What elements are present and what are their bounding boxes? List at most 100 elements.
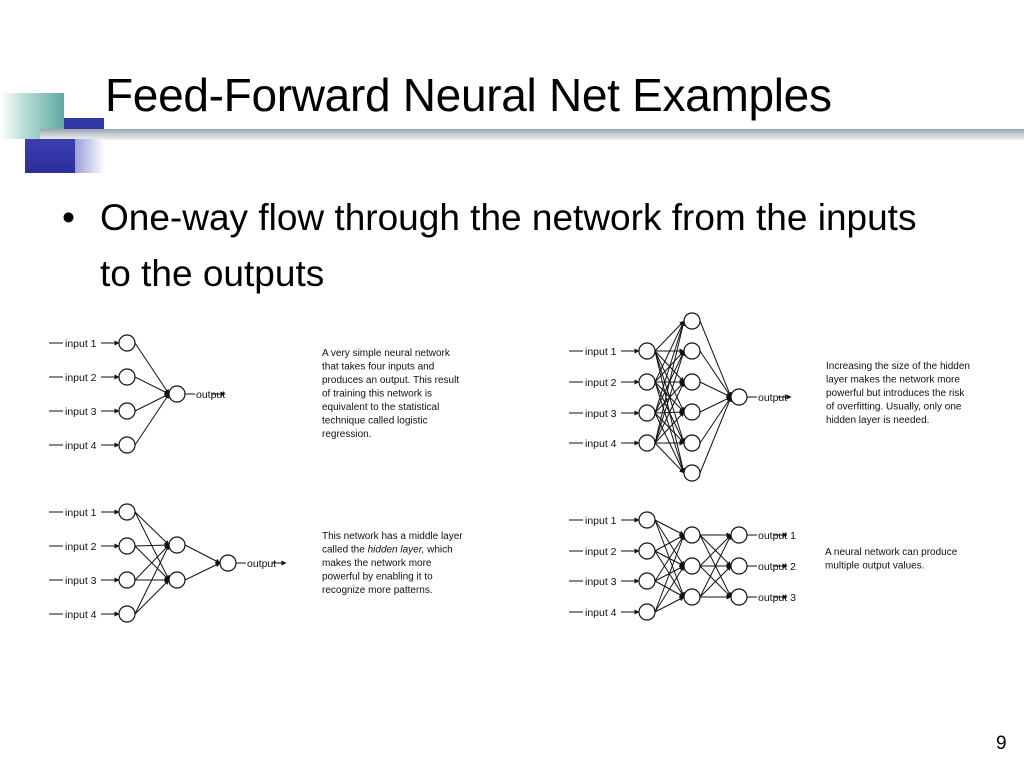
- output-label: output 1: [758, 530, 796, 542]
- connection-arrow: [699, 534, 732, 598]
- connection-arrow: [654, 534, 685, 582]
- input-label: input 2: [65, 541, 97, 553]
- input-label: input 1: [585, 515, 617, 527]
- connection-arrow: [699, 396, 732, 413]
- connection-arrow: [699, 396, 732, 474]
- connection-arrow: [654, 381, 685, 444]
- neuron-node: [118, 571, 136, 589]
- neuron-node: [638, 342, 656, 360]
- diagram-description-line: that takes four inputs and: [322, 362, 434, 373]
- neuron-node: [730, 557, 748, 575]
- neuron-node: [118, 402, 136, 420]
- neuron-node: [683, 588, 701, 606]
- neuron-node: [168, 571, 186, 589]
- diagram-description-line: powerful but introduces the risk: [826, 388, 965, 399]
- diagram-description-line: This network has a middle layer: [322, 531, 463, 542]
- input-label: input 4: [585, 607, 617, 619]
- connection-arrow: [654, 350, 686, 444]
- neuron-node: [118, 537, 136, 555]
- diagram-description-line: recognize more patterns.: [322, 585, 433, 596]
- diagram-description-line: makes the network more: [322, 558, 432, 569]
- diagram-description-line: hidden layer is needed.: [826, 415, 929, 426]
- neuron-node: [683, 373, 701, 391]
- output-label: output 2: [758, 561, 796, 573]
- diagram-description-line: A neural network can produce: [825, 547, 958, 558]
- input-label: input 3: [65, 575, 97, 587]
- neuron-node: [638, 434, 656, 452]
- connection-arrow: [184, 544, 221, 564]
- diagram-description-line: powerful by enabling it to: [322, 572, 433, 583]
- connection-arrow: [134, 544, 170, 615]
- connection-arrow: [654, 320, 686, 414]
- connection-arrow: [654, 534, 685, 552]
- diagram-description-line: of overfitting. Usually, only one: [826, 402, 962, 413]
- input-label: input 1: [65, 507, 97, 519]
- neuron-node: [683, 403, 701, 421]
- neuron-node: [638, 511, 656, 529]
- neuron-node: [683, 526, 701, 544]
- diagram-description-line: layer makes the network more: [826, 375, 960, 386]
- connection-arrow: [654, 565, 685, 613]
- diagram-description-line: multiple output values.: [825, 561, 925, 572]
- connection-arrow: [699, 534, 732, 567]
- output-label: output: [758, 392, 787, 404]
- neuron-node: [683, 464, 701, 482]
- page-number: 9: [996, 733, 1007, 754]
- connection-arrow: [134, 542, 170, 548]
- title-decoration-blue-strip: [64, 118, 104, 129]
- title-decoration-blue-block: [25, 139, 75, 173]
- output-label: output: [196, 389, 225, 401]
- neuron-node: [638, 603, 656, 621]
- connection-arrow: [134, 579, 170, 615]
- neuron-node: [118, 334, 136, 352]
- bullet-text: One-way flow through the network from th…: [100, 197, 917, 294]
- neuron-node: [638, 373, 656, 391]
- input-label: input 2: [585, 546, 617, 558]
- neuron-node: [118, 605, 136, 623]
- connection-arrow: [699, 396, 732, 444]
- connection-arrow: [134, 544, 170, 581]
- connection-arrow: [699, 320, 732, 398]
- connection-arrow: [134, 393, 170, 412]
- neuron-node: [118, 436, 136, 454]
- connection-arrow: [654, 534, 685, 613]
- input-label: input 1: [585, 346, 617, 358]
- slide-title: Feed-Forward Neural Net Examples: [105, 69, 832, 121]
- title-underline-bar: [40, 129, 1024, 140]
- neuron-node: [118, 368, 136, 386]
- neuron-node: [638, 404, 656, 422]
- neuron-node: [683, 342, 701, 360]
- output-label: output 3: [758, 592, 796, 604]
- neuron-node: [168, 536, 186, 554]
- bullet-dot: •: [62, 197, 75, 238]
- input-label: input 3: [65, 406, 97, 418]
- neuron-node: [683, 434, 701, 452]
- connection-arrow: [184, 562, 221, 581]
- neuron-node: [118, 503, 136, 521]
- neuron-node: [638, 542, 656, 560]
- connection-arrow: [134, 511, 170, 546]
- network-diagram-3: input 1 input 2 input 3 input 4 output This n…: [49, 503, 463, 623]
- connection-arrow: [134, 342, 170, 395]
- connection-arrow: [654, 442, 685, 474]
- output-label: output: [247, 558, 276, 570]
- neuron-node: [683, 312, 701, 330]
- connection-arrow: [654, 320, 685, 352]
- neuron-node: [730, 588, 748, 606]
- connection-arrow: [654, 411, 685, 444]
- neuron-node: [168, 385, 186, 403]
- connection-arrow: [699, 350, 732, 398]
- neuron-node: [638, 572, 656, 590]
- diagram-description-line: produces an output. This result: [322, 375, 459, 386]
- diagram-description-line: regression.: [322, 429, 371, 440]
- connection-arrow: [654, 519, 685, 536]
- input-label: input 4: [65, 609, 97, 621]
- neuron-node: [730, 388, 748, 406]
- connection-arrow: [699, 381, 732, 398]
- diagram-description-line: called the hidden layer, which: [322, 545, 453, 556]
- diagram-description-line: Increasing the size of the hidden: [826, 361, 970, 372]
